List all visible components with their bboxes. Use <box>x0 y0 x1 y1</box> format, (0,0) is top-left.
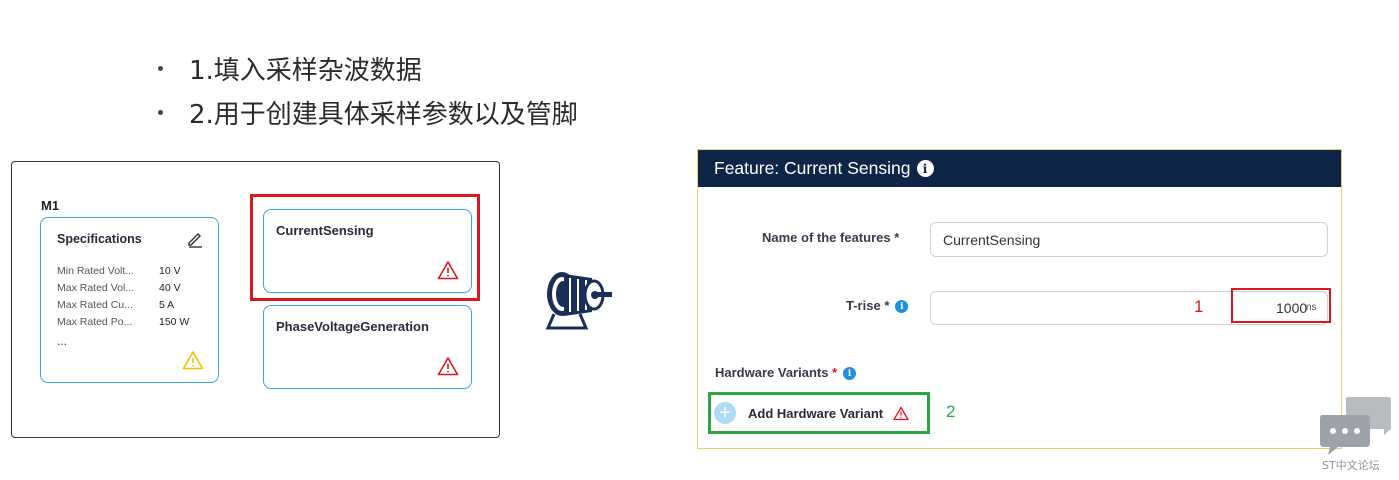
warning-icon <box>437 357 459 376</box>
specifications-card[interactable]: Specifications Min Rated Volt... 10 V Max… <box>40 217 219 383</box>
feature-name-input[interactable]: CurrentSensing <box>930 222 1328 257</box>
add-hardware-variant-label: Add Hardware Variant <box>748 405 884 421</box>
spec-label: Max Rated Cu... <box>57 298 133 311</box>
spec-value: 150 W <box>159 315 190 328</box>
trise-input[interactable]: 1000 ns <box>930 291 1328 325</box>
highlight-box-current-sensing <box>250 194 480 301</box>
motor-icon <box>545 272 612 330</box>
spec-row: Min Rated Volt... 10 V <box>57 262 189 279</box>
name-label-text: Name of the features <box>762 230 891 245</box>
info-icon[interactable]: i <box>843 367 857 381</box>
bullet-item: 1.填入采样杂波数据 <box>158 46 578 90</box>
chat-bubbles-logo-icon <box>1320 397 1391 455</box>
spec-value: 10 V <box>159 264 181 277</box>
name-label: Name of the features * <box>762 230 899 245</box>
feature-name: CurrentSensing <box>276 223 374 238</box>
spec-rows: Min Rated Volt... 10 V Max Rated Vol... 40… <box>57 262 189 330</box>
trise-unit: ns <box>1306 302 1317 313</box>
hardware-variants-text: Hardware Variants <box>715 365 829 380</box>
watermark-text: ST中文论坛 <box>1322 459 1380 472</box>
feature-name: PhaseVoltageGeneration <box>276 319 429 334</box>
bullet-dot <box>158 109 163 115</box>
form-header: Feature: Current Sensing i <box>698 150 1341 187</box>
plus-icon: + <box>714 402 736 424</box>
bullet-dot <box>158 65 163 71</box>
feature-form: Feature: Current Sensing i Name of the f… <box>697 149 1342 449</box>
more-specs: ... <box>57 334 68 348</box>
feature-card-phase-voltage[interactable]: PhaseVoltageGeneration <box>263 305 472 389</box>
warning-icon <box>893 406 909 420</box>
spec-label: Min Rated Volt... <box>57 264 135 277</box>
spec-row: Max Rated Cu... 5 A <box>57 296 189 313</box>
trise-label: T-rise * i <box>846 298 909 314</box>
edit-icon[interactable] <box>186 230 204 248</box>
required-mark: * <box>894 230 900 245</box>
warning-icon <box>182 351 204 370</box>
trise-value: 1000 <box>1276 300 1308 316</box>
add-hardware-variant-button[interactable]: + Add Hardware Variant <box>710 394 928 432</box>
bullet-item: 2.用于创建具体采样参数以及管脚 <box>158 90 578 134</box>
annotation-number: 2 <box>946 402 956 421</box>
hardware-variants-label: Hardware Variants * i <box>715 365 857 381</box>
required-mark: * <box>884 298 890 313</box>
specifications-title: Specifications <box>57 232 142 246</box>
bullet-list: 1.填入采样杂波数据 2.用于创建具体采样参数以及管脚 <box>158 46 578 134</box>
bullet-text: 2.用于创建具体采样参数以及管脚 <box>189 99 578 130</box>
info-icon[interactable]: i <box>895 300 909 314</box>
annotation-number: 1 <box>1194 297 1204 316</box>
highlight-box-add-hardware <box>708 392 930 434</box>
spec-value: 40 V <box>159 281 181 294</box>
trise-label-text: T-rise <box>846 298 881 313</box>
spec-label: Max Rated Vol... <box>57 281 135 294</box>
info-icon[interactable]: i <box>916 160 934 177</box>
spec-label: Max Rated Po... <box>57 315 133 328</box>
model-name: M1 <box>41 198 60 213</box>
spec-value: 5 A <box>159 298 175 311</box>
spec-row: Max Rated Po... 150 W <box>57 313 189 330</box>
model-panel: M1 Specifications Min Rated Volt... 10 V … <box>11 161 500 438</box>
spec-row: Max Rated Vol... 40 V <box>57 279 189 296</box>
highlight-box-trise <box>1231 288 1331 323</box>
feature-card-current-sensing[interactable]: CurrentSensing <box>263 209 472 293</box>
feature-name-value: CurrentSensing <box>943 231 1041 248</box>
required-mark: * <box>832 365 838 380</box>
bullet-text: 1.填入采样杂波数据 <box>189 55 422 86</box>
form-title: Feature: Current Sensing <box>714 158 911 178</box>
warning-icon <box>437 261 459 280</box>
